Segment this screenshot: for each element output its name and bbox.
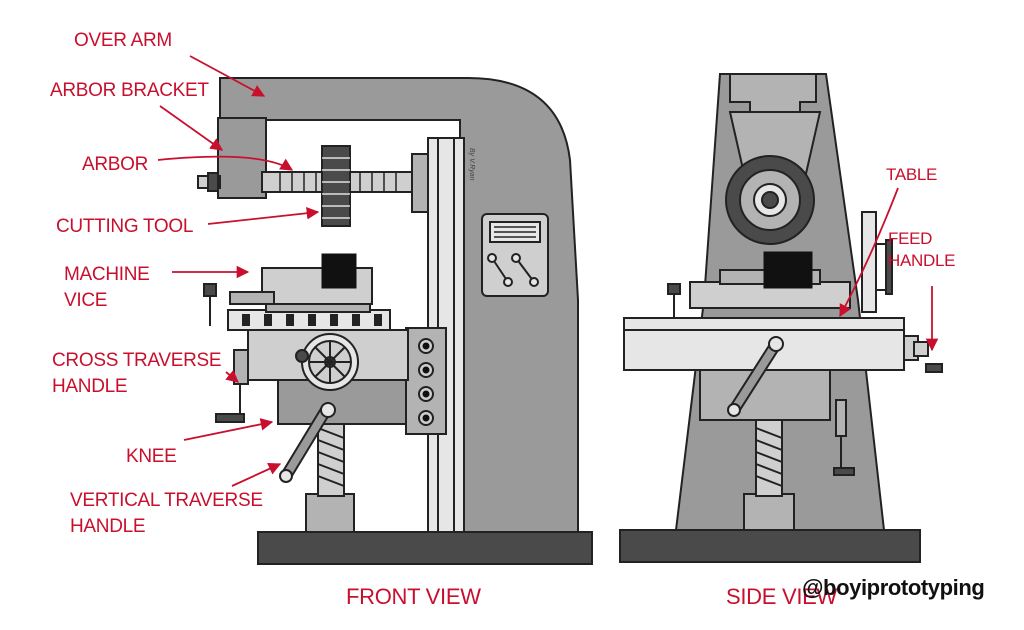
front-column <box>219 77 579 533</box>
side-feed-handle <box>861 211 893 313</box>
front-machine-vice <box>203 253 373 326</box>
elevating-pedestal <box>305 493 355 533</box>
label-cross-traverse-line1: CROSS TRAVERSE <box>52 350 221 371</box>
label-machine-vice-line2: VICE <box>64 290 107 311</box>
control-panel <box>481 213 549 297</box>
front-labels: OVER ARM ARBOR BRACKET ARBOR CUTTING TOO… <box>50 30 263 537</box>
vertical-traverse-handle-part <box>279 402 336 483</box>
side-knee <box>699 369 831 421</box>
label-feed-handle-line1: FEED <box>888 229 932 248</box>
side-base <box>619 529 921 563</box>
side-vertical-handle <box>833 399 855 476</box>
label-arbor: ARBOR <box>82 154 148 175</box>
arrow-knee <box>183 418 274 441</box>
side-machine-vice <box>667 251 851 322</box>
label-cross-traverse-line2: HANDLE <box>52 376 127 397</box>
front-view-machine: By V.Ryan <box>197 77 593 565</box>
side-table-handwheel <box>903 335 943 373</box>
arrow-over-arm <box>189 55 266 97</box>
cutting-tool <box>321 145 351 227</box>
arrow-arbor <box>157 155 294 171</box>
watermark: @boyiprototyping <box>802 575 984 600</box>
side-elevating-screw <box>743 419 795 531</box>
label-cutting-tool: CUTTING TOOL <box>56 216 193 237</box>
side-labels: TABLE FEED HANDLE <box>886 165 955 270</box>
elevating-screw <box>317 419 345 497</box>
arrow-vertical-traverse <box>231 462 282 487</box>
label-arrows <box>157 55 939 487</box>
label-machine-vice-line1: MACHINE <box>64 264 150 285</box>
label-vertical-traverse-line1: VERTICAL TRAVERSE <box>70 490 263 511</box>
side-cutter <box>725 155 815 245</box>
arrow-cutting-tool <box>207 206 320 225</box>
gib-bolts <box>418 338 434 426</box>
side-view-machine <box>619 73 943 563</box>
arbor-threads <box>279 172 397 192</box>
label-over-arm: OVER ARM <box>74 30 172 51</box>
label-vertical-traverse-line2: HANDLE <box>70 516 145 537</box>
cross-traverse-side-handle <box>215 349 249 423</box>
tslots <box>242 314 382 326</box>
front-base <box>257 531 593 565</box>
arrow-arbor-bracket <box>159 105 224 151</box>
side-cross-handle <box>727 336 784 417</box>
cross-traverse-handwheel <box>295 333 359 391</box>
arrow-cross-traverse <box>225 369 239 383</box>
label-feed-handle-line2: HANDLE <box>888 251 955 270</box>
column-mark: By V.Ryan <box>468 148 475 181</box>
label-knee: KNEE <box>126 446 177 467</box>
side-view-title: SIDE VIEW <box>726 584 838 609</box>
label-table: TABLE <box>886 165 937 184</box>
arrow-table <box>839 187 899 318</box>
label-arbor-bracket: ARBOR BRACKET <box>50 80 209 101</box>
front-view-title: FRONT VIEW <box>346 584 481 609</box>
